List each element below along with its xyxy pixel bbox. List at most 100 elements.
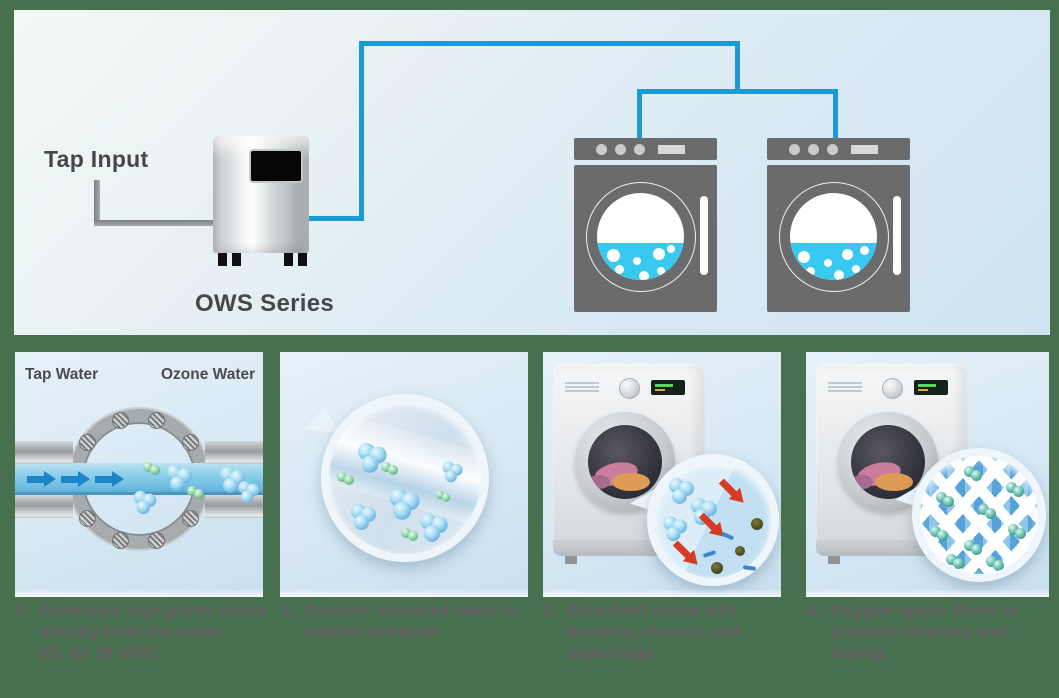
ozone-molecule bbox=[442, 461, 463, 483]
pipe-flange bbox=[15, 495, 73, 518]
electrode-bolt bbox=[148, 412, 165, 429]
washer-display bbox=[851, 144, 878, 154]
oxygen-molecule bbox=[946, 554, 964, 569]
step1-panel: Tap Water Ozone Water bbox=[15, 352, 263, 597]
flow-arrow-icon bbox=[61, 471, 91, 487]
washer-display bbox=[658, 144, 685, 154]
ozone-pipe-device-out bbox=[309, 216, 364, 221]
oxygen-molecule bbox=[1006, 482, 1024, 497]
bubble bbox=[824, 259, 832, 268]
electrode-bolt bbox=[112, 532, 129, 549]
bubble bbox=[657, 267, 665, 276]
ozone-molecule bbox=[389, 488, 420, 520]
attack-arrow-icon bbox=[696, 509, 730, 543]
bubble bbox=[633, 257, 641, 266]
washer-extractor-2-icon bbox=[767, 138, 910, 312]
flow-arrow-icon bbox=[27, 471, 57, 487]
electrode-bolt bbox=[112, 412, 129, 429]
device-foot bbox=[218, 253, 227, 266]
bubble bbox=[798, 251, 810, 264]
bubble bbox=[834, 270, 844, 280]
oxygen-molecule bbox=[435, 490, 451, 502]
washer-button bbox=[615, 143, 626, 155]
bubble bbox=[607, 249, 620, 263]
washer-extractor-1-icon bbox=[574, 138, 717, 312]
ozone-molecule bbox=[220, 467, 245, 493]
tap-pipe-vertical bbox=[94, 180, 100, 226]
washing-machine-icon bbox=[553, 364, 705, 564]
washer-door bbox=[597, 193, 684, 280]
oxygen-molecule bbox=[187, 486, 204, 499]
caption-number: 2. bbox=[281, 602, 296, 620]
ozone-pipe-riser bbox=[359, 41, 364, 221]
washer-door bbox=[790, 193, 877, 280]
ozone-molecule bbox=[238, 481, 260, 504]
oxygen-molecule bbox=[143, 462, 160, 475]
ows-series-label: OWS Series bbox=[194, 290, 335, 317]
washer-handle bbox=[893, 196, 901, 275]
electrode-bolt bbox=[182, 510, 199, 527]
ozonated-water-magnifier bbox=[321, 394, 489, 562]
ozone-pipe-washer1-feed bbox=[637, 89, 642, 139]
oxygen-molecule bbox=[930, 526, 948, 541]
oxygen-molecule bbox=[964, 540, 982, 555]
ozone-molecule bbox=[357, 442, 387, 473]
machine-door-glass bbox=[851, 425, 925, 499]
tap-pipe-horizontal bbox=[94, 220, 215, 226]
step2-panel bbox=[280, 352, 528, 597]
step3-panel bbox=[543, 352, 781, 597]
pipe-flange bbox=[15, 441, 73, 464]
step4-panel bbox=[806, 352, 1049, 597]
bubble bbox=[842, 249, 853, 261]
ozone-molecule bbox=[420, 513, 448, 542]
attack-arrow-icon bbox=[670, 537, 704, 571]
bubble bbox=[639, 271, 649, 280]
caption-text: Generates high purity ozone directly fro… bbox=[39, 602, 268, 662]
washer-control-panel bbox=[574, 138, 717, 160]
oxygen-molecule bbox=[978, 504, 996, 519]
machine-door-glass bbox=[588, 425, 662, 499]
washer-water bbox=[597, 243, 684, 280]
oxygen-molecule bbox=[1008, 524, 1026, 539]
caption-number: 4. bbox=[807, 602, 822, 620]
ozone-pipe-manifold bbox=[637, 89, 838, 94]
ozone-molecule bbox=[669, 478, 694, 504]
bubble bbox=[615, 265, 624, 275]
electrode-bolt bbox=[148, 532, 165, 549]
ozone-pipe-washer2-feed bbox=[833, 89, 838, 139]
oxygen-molecule bbox=[337, 472, 354, 485]
oxygen-molecule bbox=[936, 492, 954, 507]
device-foot bbox=[284, 253, 293, 266]
bacteria-icon bbox=[735, 546, 745, 556]
caption-step4: 4. Oxygen opens fibers to promote cleani… bbox=[807, 601, 1019, 664]
bubble bbox=[667, 245, 675, 254]
bubble bbox=[852, 265, 860, 274]
device-foot bbox=[298, 253, 307, 266]
washer-door-ring bbox=[586, 182, 696, 292]
oxygen-molecule bbox=[986, 556, 1004, 571]
machine-foot bbox=[565, 556, 577, 564]
fiber-magnifier bbox=[912, 448, 1046, 582]
bubble bbox=[653, 248, 665, 261]
caption-text: Dissolved ozone kills bacteria, viruses,… bbox=[567, 602, 741, 662]
bubble bbox=[860, 246, 869, 256]
washer-button bbox=[634, 143, 645, 155]
oxygen-molecule bbox=[381, 462, 398, 475]
caption-step1: 1. Generates high purity ozone directly … bbox=[15, 601, 267, 664]
pipe-flange bbox=[205, 495, 263, 518]
oxygen-molecule bbox=[401, 528, 418, 541]
ozone-molecule bbox=[167, 465, 192, 491]
laundry bbox=[851, 475, 873, 489]
machine-display bbox=[651, 380, 685, 395]
machine-display bbox=[914, 380, 948, 395]
electrode-bolt bbox=[79, 510, 96, 527]
caption-step2: 2. Delivers ozonated water to washer ext… bbox=[281, 601, 519, 643]
machine-dial bbox=[882, 378, 903, 399]
virus-rod-icon bbox=[720, 531, 735, 541]
washer-control-panel bbox=[767, 138, 910, 160]
ozone-pipe-drop bbox=[735, 41, 740, 94]
virus-rod-icon bbox=[742, 565, 757, 571]
washer-handle bbox=[700, 196, 708, 275]
washer-button bbox=[596, 143, 607, 155]
